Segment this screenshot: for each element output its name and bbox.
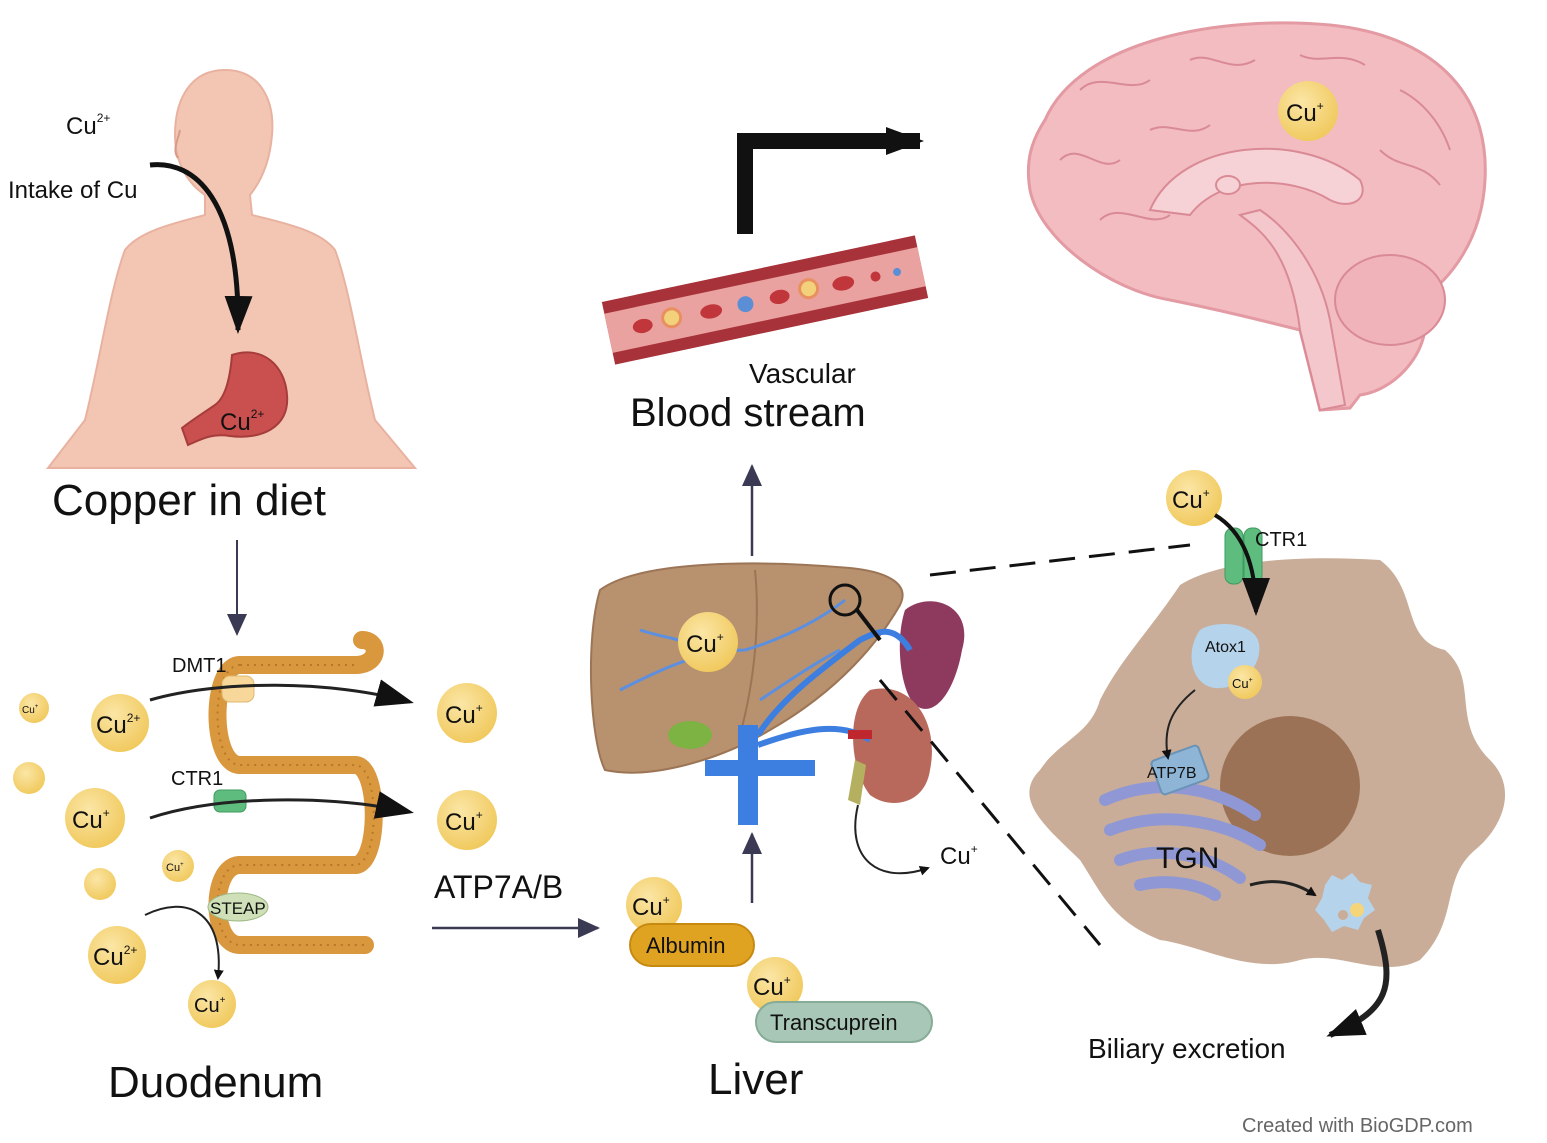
svg-text:Cu+: Cu+	[632, 893, 670, 921]
liver-title: Liver	[708, 1055, 803, 1104]
copper-ion: Cu+	[162, 850, 194, 882]
albumin-label: Albumin	[646, 933, 725, 958]
transcuprein-protein	[755, 1001, 933, 1043]
copper-ion: Cu2+	[88, 926, 146, 984]
kidney-excretion-arrow	[854, 804, 930, 876]
liver-zoom-handle	[855, 608, 882, 642]
stomach-illustration	[180, 351, 289, 447]
copper-ion: Cu+	[1278, 81, 1338, 141]
liver-zoom-lens	[828, 583, 862, 617]
blood-stream-title: Blood stream	[630, 391, 866, 435]
svg-text:Cu2+: Cu2+	[220, 407, 264, 436]
svg-text:Cu+: Cu+	[22, 704, 39, 716]
dmt1-transporter	[221, 675, 255, 703]
intake-cu-label: Cu	[66, 113, 97, 140]
copper-ion: Cu+	[65, 788, 125, 848]
copper-ion: Cu+	[19, 693, 49, 723]
steap-label: STEAP	[210, 899, 266, 918]
ctr1-import-arrow	[1213, 513, 1270, 616]
biliary-excretion-label: Biliary excretion	[1088, 1033, 1286, 1064]
nucleus	[1220, 716, 1360, 856]
tgn-to-vesicle-arrow	[1249, 880, 1317, 897]
copper-ion: Cu+	[678, 612, 738, 672]
svg-text:Cu2+: Cu2+	[66, 111, 110, 140]
copper-ion: Cu+	[626, 877, 682, 933]
golgi-tgn	[1099, 781, 1266, 901]
svg-text:Cu+: Cu+	[1232, 676, 1253, 691]
stomach-cu-label: Cu	[220, 409, 251, 436]
cell-cu-label: Cu	[1172, 487, 1203, 514]
biliary-excretion-arrow	[1326, 929, 1390, 1038]
transcuprein-label: Transcuprein	[770, 1010, 898, 1035]
bloodstream-to-brain-arrow	[737, 127, 924, 234]
svg-text:Cu+: Cu+	[72, 806, 110, 834]
zoom-dashed-line-top	[929, 543, 1191, 577]
ctr1-duodenum-label: CTR1	[171, 768, 223, 790]
svg-text:Cu+: Cu+	[445, 701, 483, 729]
ctr1-cell-label: CTR1	[1255, 529, 1307, 551]
svg-text:Cu+: Cu+	[686, 630, 724, 658]
steap-reductase	[207, 892, 269, 922]
atp7b-label: ATP7B	[1147, 765, 1197, 782]
atox1-to-atp7b-arrow	[1161, 689, 1196, 760]
copper-ion: Cu+	[1228, 665, 1262, 699]
svg-text:Cu2+: Cu2+	[93, 943, 137, 971]
copper-ion: Cu+	[437, 790, 497, 850]
svg-text:Cu+: Cu+	[1286, 99, 1324, 127]
intake-cu-charge: 2+	[97, 111, 111, 125]
intake-of-cu-label: Intake of Cu	[8, 177, 137, 204]
liver-cu-label: Cu	[686, 631, 717, 658]
stomach-cu-charge: 2+	[251, 407, 265, 421]
credit-watermark: Created with BioGDP.com	[1242, 1115, 1473, 1137]
duodenum-title: Duodenum	[108, 1058, 323, 1107]
svg-text:Cu+: Cu+	[194, 995, 226, 1017]
kidney-cu-label: Cu	[940, 843, 971, 870]
svg-text:Cu+: Cu+	[445, 808, 483, 836]
svg-text:Cu+: Cu+	[166, 862, 184, 874]
copper-ion	[84, 868, 116, 900]
brain-cu-label: Cu	[1286, 100, 1317, 127]
blood-vessel-illustration	[601, 235, 929, 365]
copper-ion: Cu+	[437, 683, 497, 743]
tgn-label: TGN	[1156, 842, 1219, 875]
intake-arrow	[149, 162, 253, 334]
ctr1-uptake-arrow	[149, 791, 414, 820]
copper-in-diet-title: Copper in diet	[52, 476, 326, 525]
copper-ion: Cu2+	[91, 694, 149, 752]
zoom-dashed-line-bottom	[878, 679, 1102, 946]
spleen-illustration	[899, 601, 965, 709]
svg-text:Cu2+: Cu2+	[96, 711, 140, 739]
svg-text:Cu+: Cu+	[940, 842, 978, 870]
copper-ion: Cu+	[747, 957, 803, 1013]
steap-reduction-arrow	[144, 905, 224, 980]
copper-ion	[13, 762, 45, 794]
dmt1-label: DMT1	[172, 655, 226, 677]
svg-text:Cu+: Cu+	[1172, 486, 1210, 514]
liver-illustration	[589, 562, 904, 774]
secretory-vesicle	[1315, 873, 1375, 932]
dmt1-uptake-arrow	[149, 679, 414, 707]
atox1-label: Atox1	[1205, 639, 1246, 656]
copper-ion: Cu+	[188, 980, 236, 1028]
svg-text:Cu+: Cu+	[753, 973, 791, 1001]
atp7ab-label: ATP7A/B	[434, 869, 563, 905]
portal-vein-illustration	[705, 628, 913, 825]
brain-illustration	[1026, 21, 1487, 412]
albumin-protein	[629, 923, 755, 967]
copper-ion: Cu+	[1166, 470, 1222, 526]
vascular-label: Vascular	[749, 358, 856, 389]
